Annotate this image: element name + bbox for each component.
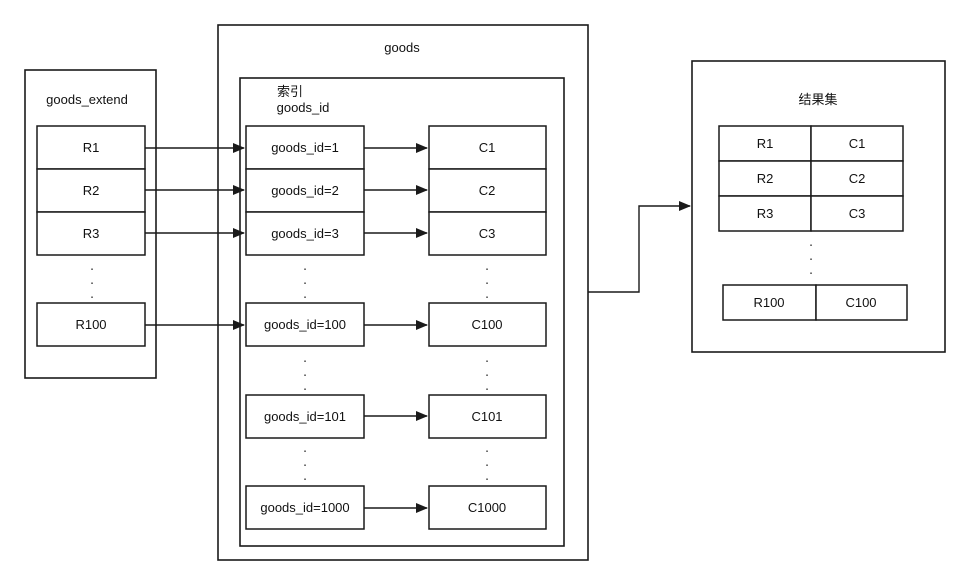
data-ellipsis-c-dot-1: .: [485, 441, 489, 455]
data-ellipsis-b-dot-3: .: [485, 379, 489, 393]
index-title-line2: goods_id: [277, 100, 330, 115]
result-row-3-c: [810, 195, 904, 232]
data-row-c1-label: C1: [479, 140, 496, 155]
index-row-1000-label: goods_id=1000: [260, 500, 349, 515]
index-ellipsis-b-dot-3: .: [303, 379, 307, 393]
index-ellipsis-a-dot-1: .: [303, 259, 307, 273]
result-row-2-r-label: R2: [757, 171, 774, 186]
result-row-100-c-label: C100: [845, 295, 876, 310]
index-ellipsis-a-dot-3: .: [303, 287, 307, 301]
result-ellipsis-dot-1: .: [809, 235, 813, 249]
goods-extend-table: goods_extend R1 R2 R3 . . . R100: [24, 69, 157, 379]
result-row-1-c-label: C1: [849, 136, 866, 151]
data-row-c1000: [428, 485, 547, 530]
index-row-1: [245, 125, 365, 170]
index-row-1000: [245, 485, 365, 530]
data-row-c101: [428, 394, 547, 439]
index-row-1-label: goods_id=1: [271, 140, 339, 155]
extend-row-r1: [36, 125, 146, 170]
result-row-2-c: [810, 160, 904, 197]
index-ellipsis-c-dot-1: .: [303, 441, 307, 455]
extend-ellipsis-dot-1: .: [90, 259, 94, 273]
extend-ellipsis-dot-3: .: [90, 287, 94, 301]
result-row-100-c: [815, 284, 908, 321]
index-row-2-label: goods_id=2: [271, 183, 339, 198]
result-row-1-c: [810, 125, 904, 162]
index-ellipsis-c-dot-2: .: [303, 455, 307, 469]
extend-row-r3-label: R3: [83, 226, 100, 241]
extend-row-r2-label: R2: [83, 183, 100, 198]
extend-row-r100-label: R100: [75, 317, 106, 332]
index-ellipsis-b-dot-1: .: [303, 351, 307, 365]
data-row-c100-label: C100: [471, 317, 502, 332]
result-row-3-c-label: C3: [849, 206, 866, 221]
goods-title: goods: [384, 40, 420, 55]
join-edges: [145, 143, 245, 330]
data-row-c3-label: C3: [479, 226, 496, 241]
result-set: 结果集 R1 C1 R2 C2 R3 C3 . . . R100 C100: [691, 60, 946, 353]
index-row-101: [245, 394, 365, 439]
data-row-c3: [428, 211, 547, 256]
goods-extend-title: goods_extend: [46, 92, 128, 107]
data-ellipsis-b-dot-2: .: [485, 365, 489, 379]
index-row-100-label: goods_id=100: [264, 317, 346, 332]
extend-row-r100: [36, 302, 146, 347]
data-ellipsis-c-dot-2: .: [485, 455, 489, 469]
extend-ellipsis-dot-2: .: [90, 273, 94, 287]
result-set-title: 结果集: [798, 92, 837, 107]
data-row-c1000-label: C1000: [468, 500, 506, 515]
index-title-line1: 索引: [277, 84, 303, 99]
data-ellipsis-a-dot-2: .: [485, 273, 489, 287]
data-ellipsis-a-dot-3: .: [485, 287, 489, 301]
result-row-100-r: [722, 284, 817, 321]
data-row-c100: [428, 302, 547, 347]
result-row-3-r-label: R3: [757, 206, 774, 221]
result-row-3-r: [718, 195, 812, 232]
data-ellipsis-c-dot-3: .: [485, 469, 489, 483]
result-row-100-r-label: R100: [753, 295, 784, 310]
edge-goods-to-result-set: [588, 201, 691, 293]
goods-table: goods 索引 goods_id goods_id=1 goods_id=2 …: [217, 24, 589, 561]
data-row-c1: [428, 125, 547, 170]
data-row-c101-label: C101: [471, 409, 502, 424]
index-row-3-label: goods_id=3: [271, 226, 339, 241]
data-ellipsis-b-dot-1: .: [485, 351, 489, 365]
result-row-2-r: [718, 160, 812, 197]
result-ellipsis-dot-2: .: [809, 249, 813, 263]
result-row-1-r: [718, 125, 812, 162]
index-ellipsis-b-dot-2: .: [303, 365, 307, 379]
extend-row-r1-label: R1: [83, 140, 100, 155]
lookup-edges: [364, 143, 428, 513]
index-row-101-label: goods_id=101: [264, 409, 346, 424]
index-ellipsis-c-dot-3: .: [303, 469, 307, 483]
result-row-2-c-label: C2: [849, 171, 866, 186]
result-row-1-r-label: R1: [757, 136, 774, 151]
data-ellipsis-a-dot-1: .: [485, 259, 489, 273]
data-row-c2-label: C2: [479, 183, 496, 198]
index-row-3: [245, 211, 365, 256]
result-ellipsis-dot-3: .: [809, 263, 813, 277]
index-ellipsis-a-dot-2: .: [303, 273, 307, 287]
